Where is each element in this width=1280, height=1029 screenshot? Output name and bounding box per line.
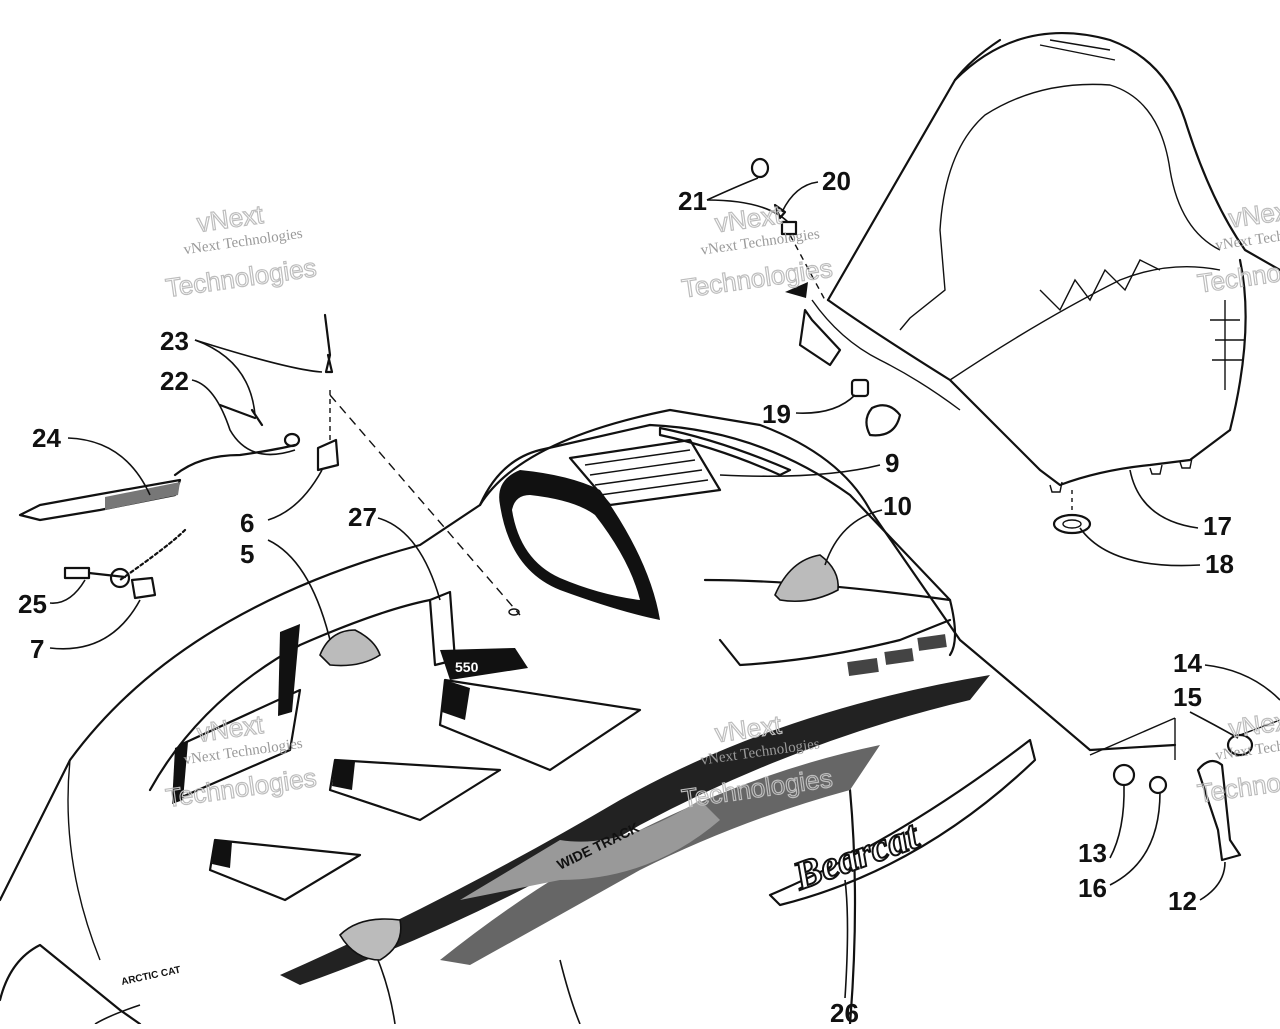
callout-16: 16 xyxy=(1078,873,1107,903)
callout-6: 6 xyxy=(240,508,254,538)
callout-23: 23 xyxy=(160,326,189,356)
watermark-top-left: vNext vNext Technologies Technologies xyxy=(163,198,319,303)
watermark-line3: Technologies xyxy=(164,252,318,303)
callout-17: 17 xyxy=(1203,511,1232,541)
callout-26: 26 xyxy=(830,998,859,1024)
screw-and-nut-hardware-20-21 xyxy=(750,157,826,301)
watermark-line1: vNext xyxy=(1227,705,1280,744)
watermark-line1: vNext xyxy=(1227,195,1280,234)
callout-25: 25 xyxy=(18,589,47,619)
watermark-line3: Technologies xyxy=(680,253,834,304)
hood: 550 xyxy=(0,408,1177,1026)
cat-decal-10 xyxy=(774,554,839,603)
watermark-line3: Technologies xyxy=(164,762,318,813)
callout-21: 21 xyxy=(678,186,707,216)
windshield-bracket xyxy=(785,282,961,411)
callout-12: 12 xyxy=(1168,886,1197,916)
callout-19: 19 xyxy=(762,399,791,429)
well-nut-19 xyxy=(850,378,902,437)
windshield xyxy=(826,31,1280,493)
callout-10: 10 xyxy=(883,491,912,521)
hood-cable-hardware xyxy=(18,313,521,616)
hood-hinge-hardware xyxy=(1089,717,1280,862)
nose-decal-text: ARCTIC CAT xyxy=(120,965,181,988)
watermark-line3: Technologies xyxy=(1195,758,1280,809)
callout-24: 24 xyxy=(32,423,61,453)
callout-22: 22 xyxy=(160,366,189,396)
watermark-bottom-right: vNext vNext Technologies Technologies xyxy=(1195,704,1280,809)
callout-20: 20 xyxy=(822,166,851,196)
callout-14: 14 xyxy=(1173,648,1202,678)
brand-decal-text: Bearcat xyxy=(787,811,926,898)
callout-numbers: 5 6 7 9 10 12 13 14 15 16 17 18 19 20 21… xyxy=(18,166,1234,1028)
callout-18: 18 xyxy=(1205,549,1234,579)
callout-27: 27 xyxy=(348,502,377,532)
watermark-line3: Technologies xyxy=(1195,248,1280,299)
model-decal-text: 550 xyxy=(455,659,479,675)
cat-decal-front xyxy=(338,918,402,961)
grommet-18 xyxy=(1052,490,1092,535)
callout-13: 13 xyxy=(1078,838,1107,868)
cat-decal-5 xyxy=(319,629,381,667)
callout-7: 7 xyxy=(30,634,44,664)
callout-15: 15 xyxy=(1173,682,1202,712)
callout-9: 9 xyxy=(885,448,899,478)
callout-5: 5 xyxy=(240,539,254,569)
watermark-top-right: vNext vNext Technologies Technologies xyxy=(1195,194,1280,299)
callout-leaders xyxy=(49,177,1280,1025)
